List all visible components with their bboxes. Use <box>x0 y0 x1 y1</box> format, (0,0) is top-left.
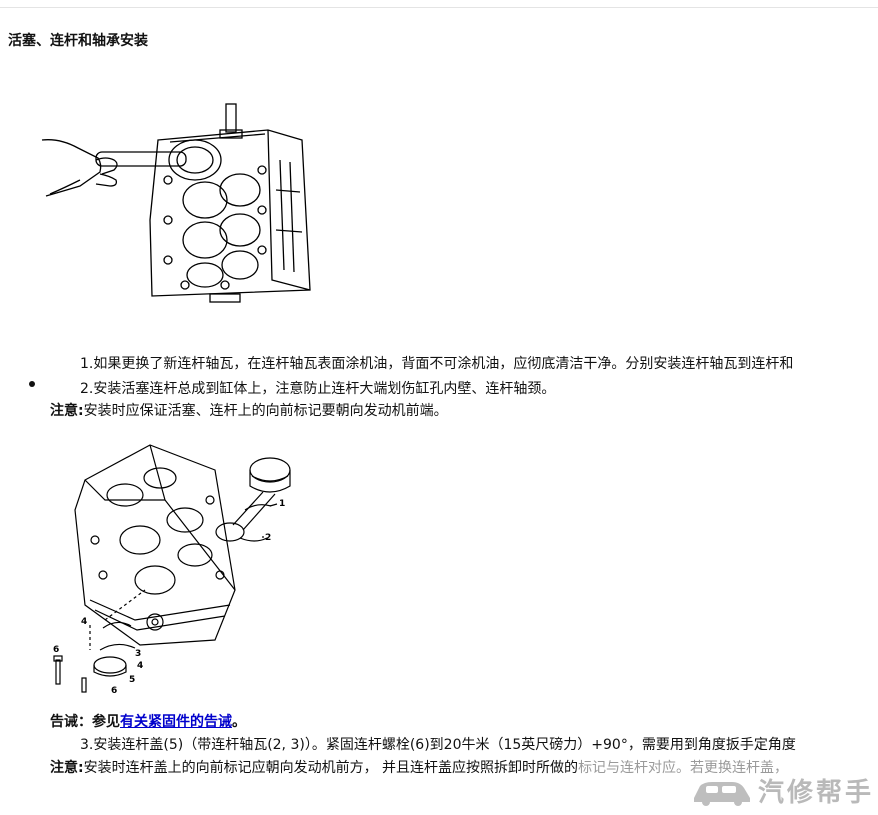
fastener-caution-link[interactable]: 有关紧固件的告诫 <box>120 714 232 730</box>
note-1-text: 安装时应保证活塞、连杆上的向前标记要朝向发动机前端。 <box>83 403 448 419</box>
warning-label: 告诫：参见 <box>50 714 120 730</box>
warning-end: 。 <box>232 714 246 730</box>
warning-line: 告诫：参见有关紧固件的告诫。 <box>50 713 246 731</box>
page-title: 活塞、连杆和轴承安装 <box>8 33 148 49</box>
note-1-label: 注意: <box>50 403 84 419</box>
step-3-text: 3.安装连杆盖(5)（带连杆轴瓦(2, 3)）。紧固连杆螺栓(6)到20牛米（1… <box>80 737 796 753</box>
note-2: 注意:安装时连杆盖上的向前标记应朝向发动机前方， 并且连杆盖应按照拆卸时所做的标… <box>50 759 788 777</box>
callout-label: 5 <box>129 675 135 685</box>
engine-block-installation-figure <box>41 103 311 303</box>
callout-label: 2 <box>265 533 271 543</box>
connecting-rod-exploded-figure: 1 2 3 4 4 5 6 6 <box>53 444 291 695</box>
note-2-label: 注意: <box>50 760 84 776</box>
car-logo-icon <box>693 781 750 806</box>
note-2-faded-text: 标记与连杆对应。若更换连杆盖， <box>578 760 789 776</box>
watermark: 汽修帮手 <box>690 772 874 809</box>
top-divider <box>0 7 878 8</box>
callout-label: 4 <box>81 617 87 627</box>
list-bullet <box>29 381 35 387</box>
callout-label: 1 <box>279 499 285 509</box>
callout-label: 6 <box>111 686 117 695</box>
watermark-text: 汽修帮手 <box>757 778 874 808</box>
callout-label: 4 <box>137 661 143 671</box>
note-1: 注意:安装时应保证活塞、连杆上的向前标记要朝向发动机前端。 <box>50 402 448 420</box>
step-1-text: 1.如果更换了新连杆轴瓦，在连杆轴瓦表面涂机油，背面不可涂机油，应彻底清洁干净。… <box>80 356 794 372</box>
note-2-text: 安装时连杆盖上的向前标记应朝向发动机前方， 并且连杆盖应按照拆卸时所做的 <box>83 760 579 776</box>
step-2-text: 2.安装活塞连杆总成到缸体上，注意防止连杆大端划伤缸孔内壁、连杆轴颈。 <box>80 381 556 397</box>
callout-label: 6 <box>53 645 59 655</box>
callout-label: 3 <box>135 649 141 659</box>
